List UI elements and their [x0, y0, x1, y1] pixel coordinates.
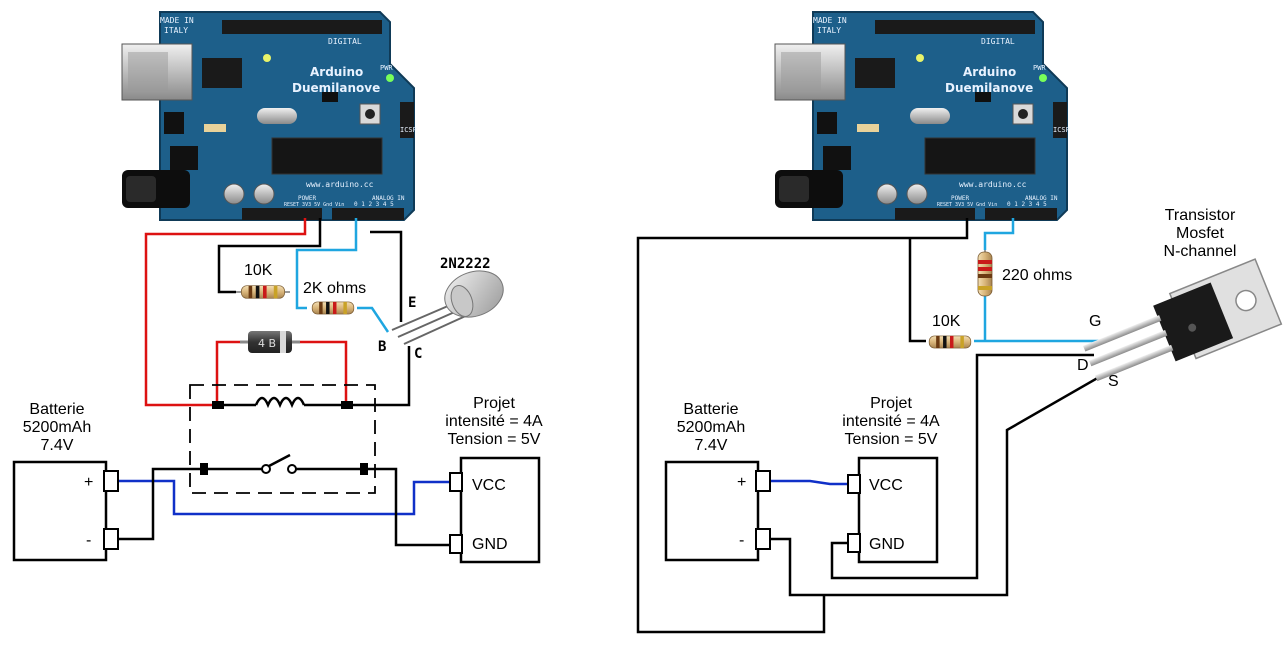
power-label: POWER [951, 195, 969, 202]
transistor-b-label: B [378, 339, 386, 355]
left-wires [118, 218, 458, 547]
arduino-model-label: Duemilanove [945, 81, 1033, 95]
right-wires [636, 218, 1109, 634]
project-right-current: intensité = 4A [842, 413, 940, 430]
pwr-label: PWR [1033, 64, 1046, 72]
icsp-label: ICSP [400, 126, 417, 134]
power-pins-label: RESET 3V3 5V Gnd Vin [937, 202, 997, 208]
battery-left-title: Batterie [29, 401, 84, 418]
battery-left-voltage: 7.4V [41, 437, 74, 454]
wire-gnd-black [364, 467, 458, 547]
transistor-2n2222-label: 2N2222 [440, 256, 491, 272]
battery-right-plus: + [737, 474, 746, 491]
project-right-voltage: Tension = 5V [845, 431, 938, 448]
wire-signal-cyan-right [983, 218, 1015, 250]
arduino-url-label: www.arduino.cc [959, 180, 1027, 189]
arduino-model-label: Duemilanove [292, 81, 380, 95]
battery-left-minus: - [86, 532, 91, 549]
wire-collector-black [347, 346, 411, 407]
project-right-gnd: GND [869, 536, 905, 553]
resistor-220-right-label: 220 ohms [1002, 267, 1072, 284]
digital-label: DIGITAL [981, 37, 1015, 46]
battery-right-capacity: 5200mAh [677, 419, 746, 436]
arduino-board-right: MADE IN ITALY DIGITAL Arduino Duemilanov… [774, 11, 1070, 221]
mosfet-s-label: S [1108, 373, 1119, 390]
wire-gnd-10k-right [908, 238, 926, 343]
wire-battery-minus [118, 467, 204, 541]
arduino-name-label: Arduino [310, 65, 363, 79]
project-right-title: Projet [870, 395, 912, 412]
relay-outline [189, 384, 376, 494]
battery-left-capacity: 5200mAh [23, 419, 92, 436]
arduino-name-label: Arduino [963, 65, 1016, 79]
project-right: VCC GND [847, 456, 939, 564]
arduino-board-left: MADE IN ITALY DIGITAL Arduino Duemilanov… [121, 11, 417, 221]
made-in-label: MADE IN [160, 16, 194, 25]
power-pins-label: RESET 3V3 5V Gnd Vin [284, 202, 344, 208]
project-left-current: intensité = 4A [445, 413, 543, 430]
wire-diode-cathode-red [300, 340, 348, 405]
wire-emitter-black [370, 230, 403, 322]
battery-left: + - [12, 460, 119, 562]
mosfet-d-label: D [1077, 357, 1089, 374]
pwr-label: PWR [380, 64, 393, 72]
project-left-voltage: Tension = 5V [448, 431, 541, 448]
right-circuit: MADE IN ITALY DIGITAL Arduino Duemilanov… [636, 11, 1283, 634]
resistor-10k-left [236, 285, 290, 299]
relay-switch [200, 453, 368, 475]
made-in-country-label: ITALY [164, 26, 188, 35]
digital-label: DIGITAL [328, 37, 362, 46]
battery-right: + - [664, 460, 771, 562]
battery-right-voltage: 7.4V [695, 437, 728, 454]
analog-in-label: ANALOG IN [1025, 195, 1058, 202]
power-label: POWER [298, 195, 316, 202]
wire-gnd-10k [217, 218, 322, 294]
mosfet-title-2: Mosfet [1176, 225, 1225, 242]
made-in-country-label: ITALY [817, 26, 841, 35]
analog-pins-label: 0 1 2 3 4 5 [354, 201, 394, 208]
left-circuit: MADE IN ITALY DIGITAL Arduino Duemilanov… [12, 11, 543, 564]
resistor-2k-left-label: 2K ohms [303, 280, 366, 297]
wire-vcc-blue [118, 479, 458, 516]
arduino-url-label: www.arduino.cc [306, 180, 374, 189]
project-left-title: Projet [473, 395, 515, 412]
project-right-vcc: VCC [869, 477, 903, 494]
transistor-e-label: E [408, 295, 416, 311]
mosfet-g-label: G [1089, 313, 1101, 330]
resistor-10k-left-label: 10K [244, 262, 273, 279]
icsp-label: ICSP [1053, 126, 1070, 134]
transistor-2n2222 [391, 270, 504, 345]
project-left-gnd: GND [472, 536, 508, 553]
transistor-c-label: C [414, 346, 422, 362]
mosfet-to220 [1083, 258, 1283, 382]
wire-source-black [768, 370, 1109, 597]
wire-gnd-loop [636, 218, 969, 634]
analog-in-label: ANALOG IN [372, 195, 405, 202]
made-in-label: MADE IN [813, 16, 847, 25]
wire-drain-black [830, 353, 1094, 580]
diode-marking: 4 B [258, 337, 276, 350]
battery-left-plus: + [84, 474, 93, 491]
wire-diode-anode-red [215, 340, 240, 405]
resistor-10k-right-label: 10K [932, 313, 961, 330]
analog-pins-label: 0 1 2 3 4 5 [1007, 201, 1047, 208]
diode: 4 B [240, 331, 300, 353]
wire-base-cyan [357, 306, 390, 333]
battery-right-minus: - [739, 532, 744, 549]
project-left: VCC GND [449, 456, 541, 564]
wire-signal-cyan [295, 218, 358, 310]
battery-right-title: Batterie [683, 401, 738, 418]
wire-vcc-blue-right [768, 479, 856, 486]
resistor-10k-right [928, 335, 972, 349]
project-left-vcc: VCC [472, 477, 506, 494]
resistor-220-right [977, 250, 993, 297]
mosfet-title-1: Transistor [1165, 207, 1236, 224]
mosfet-title-3: N-channel [1164, 243, 1237, 260]
relay-coil [254, 396, 306, 409]
resistor-2k-left [311, 301, 355, 315]
wire-5v-red [144, 218, 307, 407]
